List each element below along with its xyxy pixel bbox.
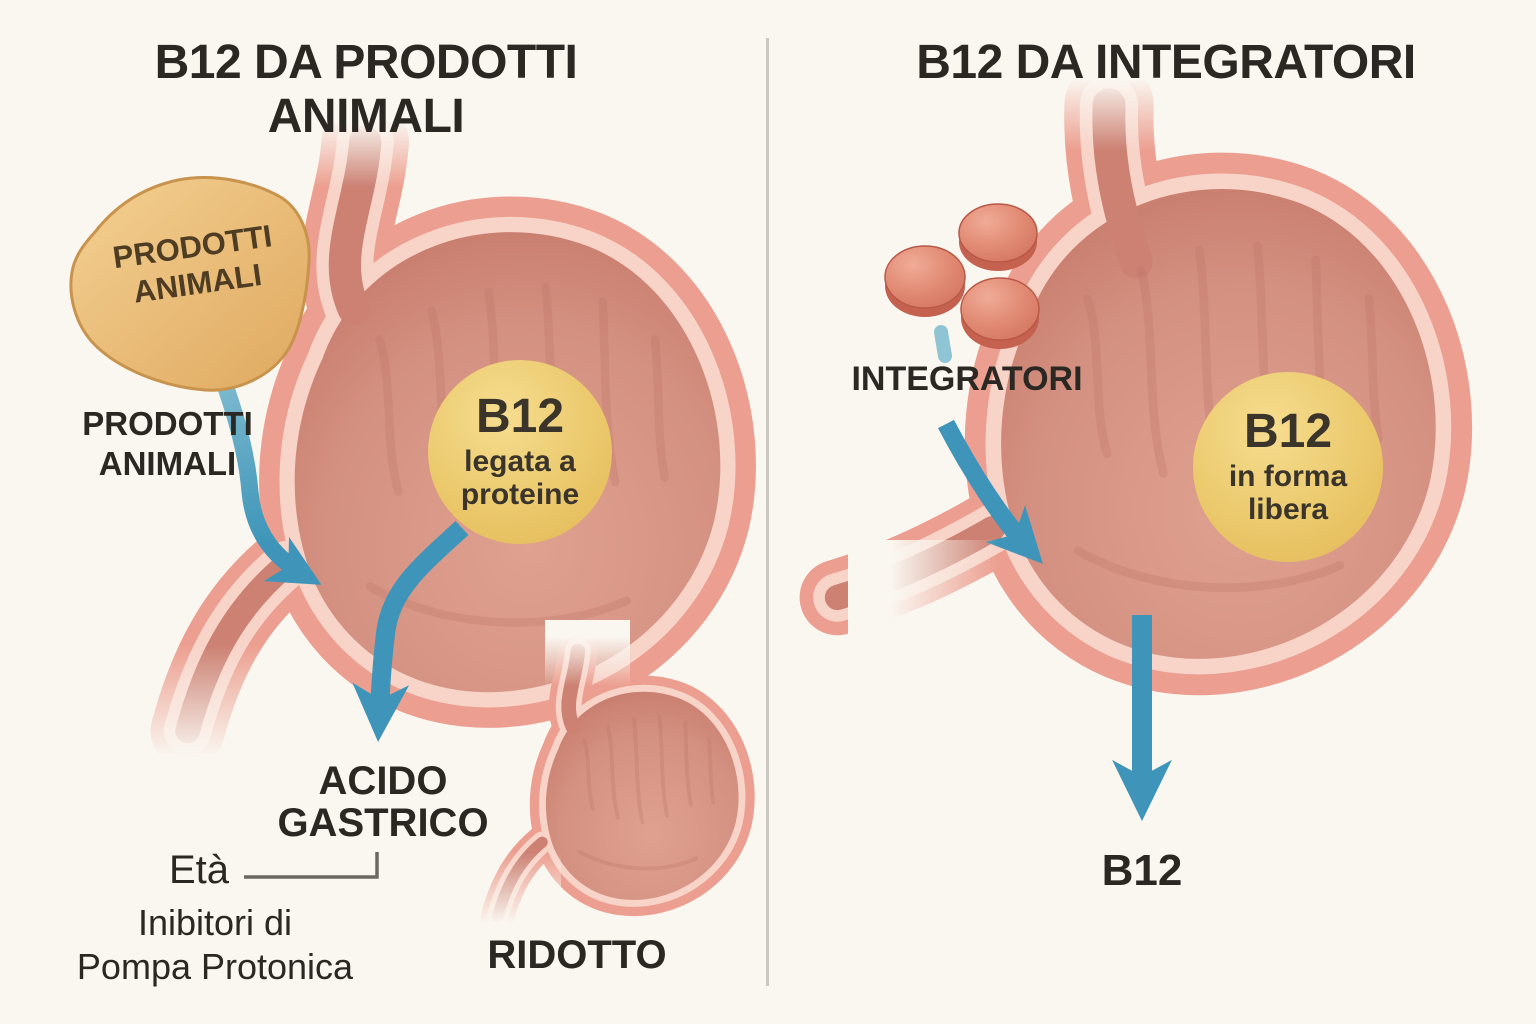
b12-output-label: B12 [1101,846,1183,895]
arrow-supplements-to-stomach [938,419,1043,564]
b12-bound-subtitle: legata a proteine [460,445,580,511]
b12-bound-protein-badge: B12 legata a proteine [428,360,612,544]
food-label: PRODOTTI ANIMALI [82,405,253,482]
age-connector-line [244,852,379,879]
b12-bound-title: B12 [475,390,565,443]
left-panel-title: B12 DA PRODOTTI ANIMALI [154,36,578,144]
b12-free-title: B12 [1243,405,1333,458]
dashed-connector [934,325,952,363]
arrow-b12-to-acid [352,521,469,743]
animal-products-food-icon [69,176,311,392]
ppi-label: Inibitori di Pompa Protonica [76,902,354,987]
right-panel-title: B12 DA INTEGRATORI [916,36,1416,89]
reduced-label: RIDOTTO [487,933,667,977]
supplements-label: INTEGRATORI [851,360,1083,398]
age-label: Età [168,848,230,892]
gastric-acid-label: ACIDO GASTRICO [277,759,489,845]
b12-free-subtitle: in forma libera [1228,460,1348,526]
b12-free-form-badge: B12 in forma libera [1193,372,1383,562]
panel-divider [766,38,769,986]
supplement-pills-icon [884,203,1040,349]
